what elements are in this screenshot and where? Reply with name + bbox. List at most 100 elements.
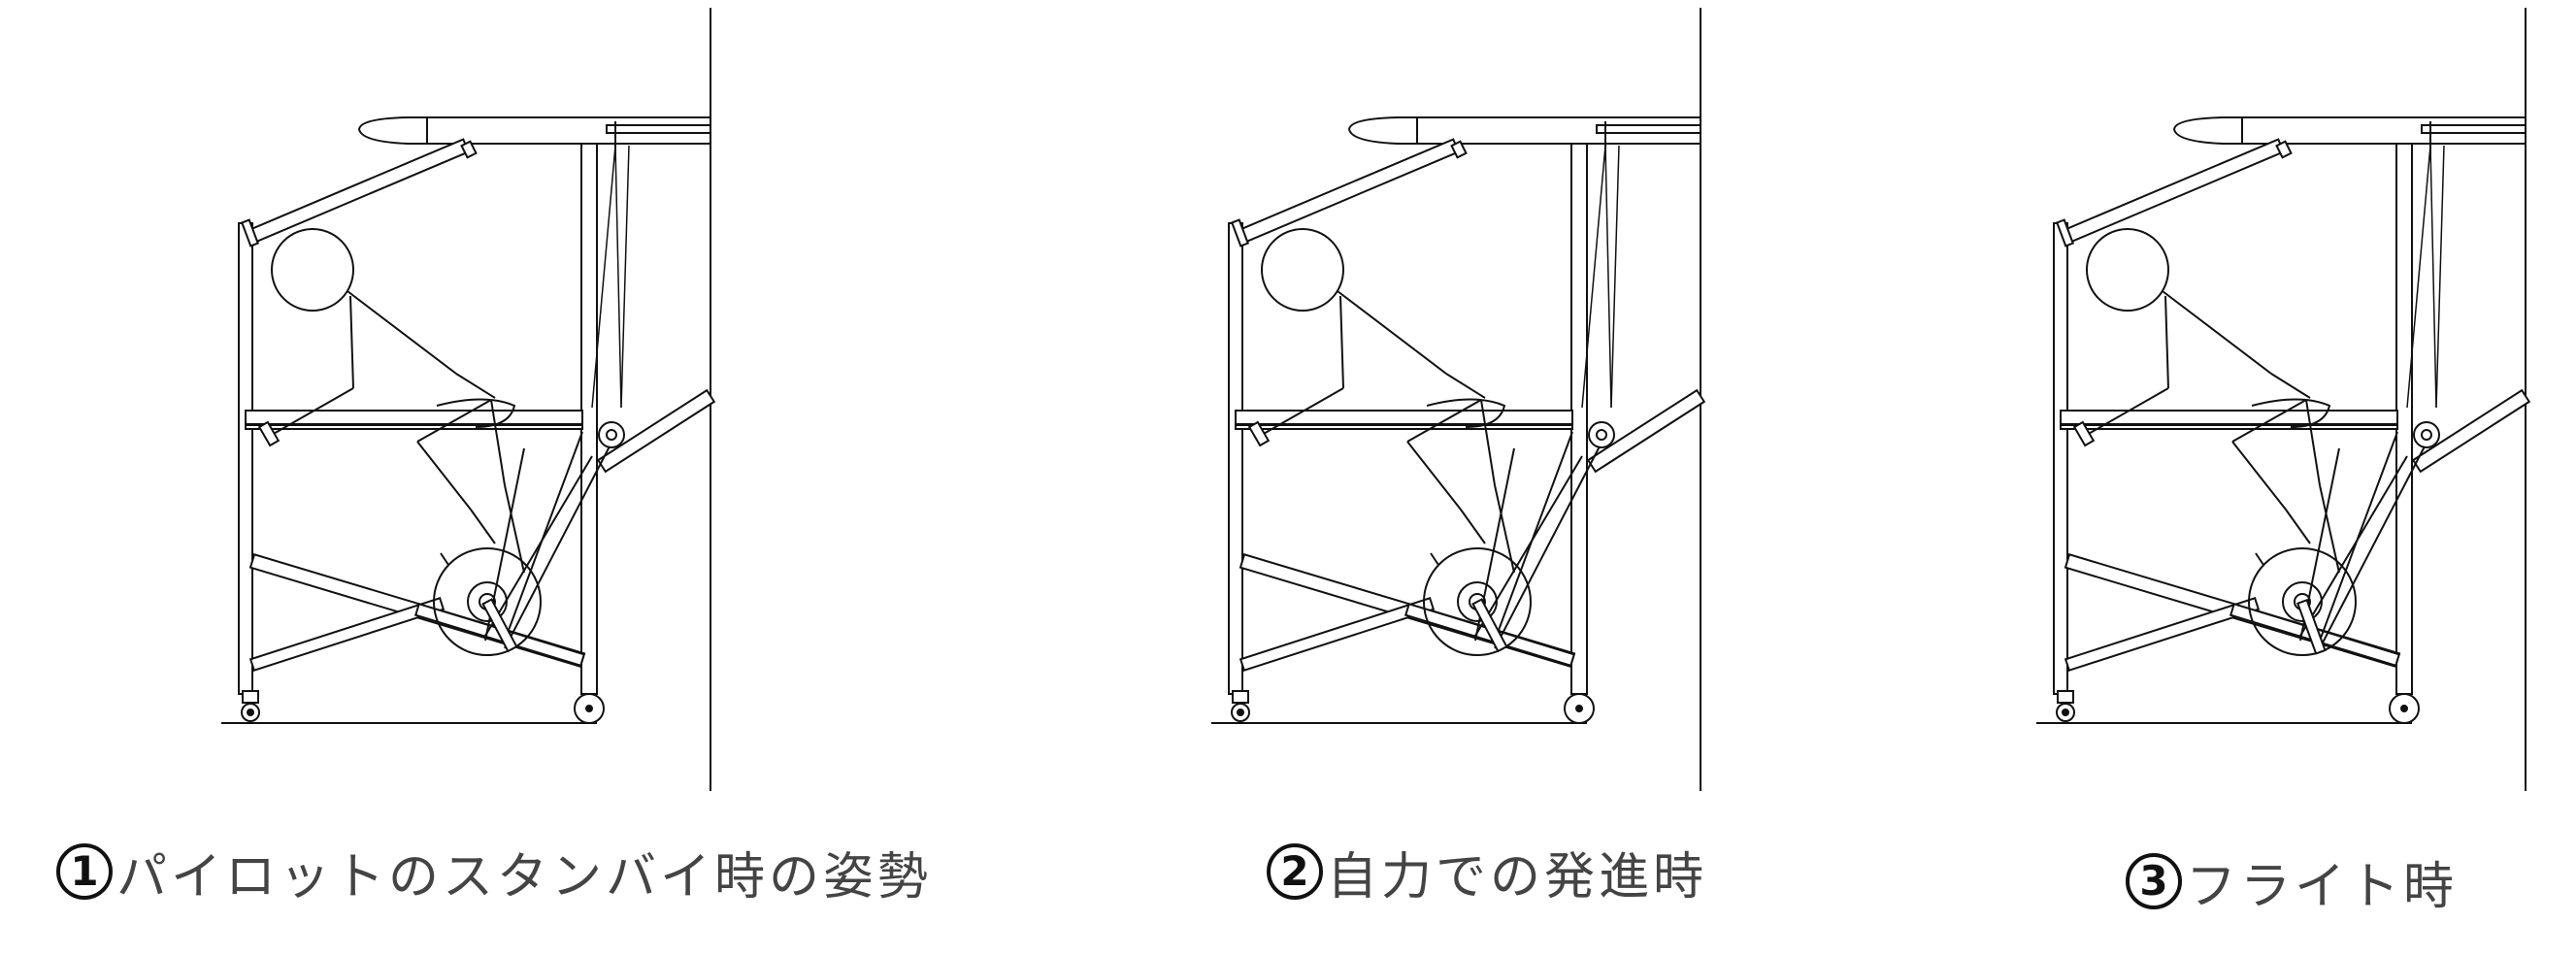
support-cable-3	[2406, 145, 2431, 409]
front-caster-fork	[1232, 690, 1249, 704]
front-boom-end	[1450, 140, 1468, 159]
rear-post	[1570, 143, 1588, 695]
pilot-thigh-1	[416, 399, 492, 443]
crank-arm	[2296, 599, 2327, 655]
pilot-head	[1261, 228, 1344, 312]
pulley	[598, 421, 625, 448]
control-stick	[1247, 420, 1271, 447]
front-post-top	[240, 218, 260, 247]
crank-hub	[1457, 581, 1498, 622]
front-caster-fork	[242, 690, 259, 704]
panel-standby	[0, 0, 835, 806]
support-cable-1	[2429, 145, 2437, 409]
cross-brace-2	[248, 597, 446, 672]
drive-line-2	[2299, 455, 2408, 637]
pilot-thigh-1	[1406, 399, 1482, 443]
cross-brace-2	[2064, 597, 2261, 672]
front-post-top	[1230, 218, 1250, 247]
caption-text-3: フライト時	[2186, 857, 2459, 916]
pilot-foot-1	[1460, 509, 1486, 544]
drive-line-3	[2319, 445, 2426, 649]
caption-standby: 1 パイロットのスタンバイ時の姿勢	[56, 823, 932, 920]
front-post-top	[2055, 218, 2075, 247]
control-stick	[2072, 420, 2096, 447]
front-post	[2053, 222, 2068, 695]
pilot-seat	[1445, 373, 1486, 399]
rear-post	[2395, 143, 2413, 695]
pilot-upper-arm	[349, 295, 354, 389]
pilot-upper-arm	[1339, 295, 1344, 389]
pilot-thigh-2	[2305, 399, 2321, 486]
rear-caster	[1564, 693, 1595, 724]
support-cable-2	[620, 145, 630, 409]
support-cable-1	[614, 145, 622, 409]
pilot-forearm	[271, 387, 354, 436]
pilot-back	[2162, 290, 2272, 375]
front-caster-hub	[247, 709, 254, 716]
crank-hub	[2282, 581, 2323, 622]
rear-caster-hub	[2400, 705, 2408, 712]
front-boom-end	[460, 140, 478, 159]
pilot-shin-1	[2231, 441, 2287, 511]
caption-number-2: 2	[1267, 843, 1323, 900]
rear-caster-hub	[585, 705, 593, 712]
drive-line-2	[1474, 455, 1583, 637]
caption-text-1: パイロットのスタンバイ時の姿勢	[116, 847, 933, 907]
chainring	[433, 547, 542, 656]
front-post	[238, 222, 253, 695]
pulley	[2413, 421, 2440, 448]
drive-line-2	[484, 455, 593, 637]
panel-self-launch	[990, 0, 1825, 806]
front-boom	[246, 138, 471, 245]
support-cable-3	[1581, 145, 1606, 409]
drawing-standby	[221, 8, 716, 791]
rear-post	[580, 143, 598, 695]
crank-arm	[481, 598, 518, 653]
caption-text-2: 自力での発進時	[1327, 847, 1708, 907]
pilot-upper-arm	[2164, 295, 2169, 389]
front-caster-hub	[1237, 709, 1244, 716]
pilot-shin-2	[504, 484, 525, 574]
seat-beam	[245, 410, 583, 425]
pilot-shin-2	[1494, 484, 1515, 574]
pilot-forearm	[1261, 387, 1344, 436]
front-caster-hub	[2062, 709, 2069, 716]
pilot-shin-1	[1406, 441, 1462, 511]
pilot-thigh-2	[490, 399, 506, 486]
pilot-foot-1	[470, 509, 496, 544]
pilot-thigh-2	[1480, 399, 1496, 486]
pilot-forearm	[2086, 387, 2169, 436]
wing-clamp	[2421, 124, 2526, 134]
drawing-flight	[2036, 8, 2531, 791]
rear-caster	[574, 693, 605, 724]
pilot-seat	[2270, 373, 2311, 399]
panel-flight	[1815, 0, 2576, 806]
front-boom	[2061, 138, 2286, 245]
crank-hub	[467, 581, 508, 622]
pilot-shin-2	[2319, 484, 2340, 574]
seat-beam-lower	[1235, 424, 1573, 430]
pilot-seat	[455, 373, 496, 399]
pedal-left	[440, 552, 449, 566]
drive-line-3	[504, 445, 611, 649]
support-cable-3	[591, 145, 616, 409]
caption-self-launch: 2 自力での発進時	[1267, 823, 1707, 920]
seat-beam	[2060, 410, 2398, 425]
pulley-hub	[1596, 429, 1607, 441]
control-stick	[257, 420, 281, 447]
pulley-hub	[606, 429, 617, 441]
seat-beam-lower	[2060, 424, 2398, 430]
pilot-back	[347, 290, 457, 375]
front-boom-end	[2275, 140, 2293, 159]
pilot-thigh-1	[2231, 399, 2307, 443]
front-post	[1228, 222, 1243, 695]
pulley-hub	[2421, 429, 2432, 441]
support-cable-2	[1610, 145, 1620, 409]
pedal-left	[1430, 552, 1439, 566]
rear-caster-hub	[1575, 705, 1583, 712]
drive-line-3	[1494, 445, 1601, 649]
wing-clamp	[606, 124, 711, 134]
seat-beam-lower	[245, 424, 583, 430]
pilot-back	[1337, 290, 1447, 375]
caption-flight: 3 フライト時	[2126, 833, 2458, 930]
